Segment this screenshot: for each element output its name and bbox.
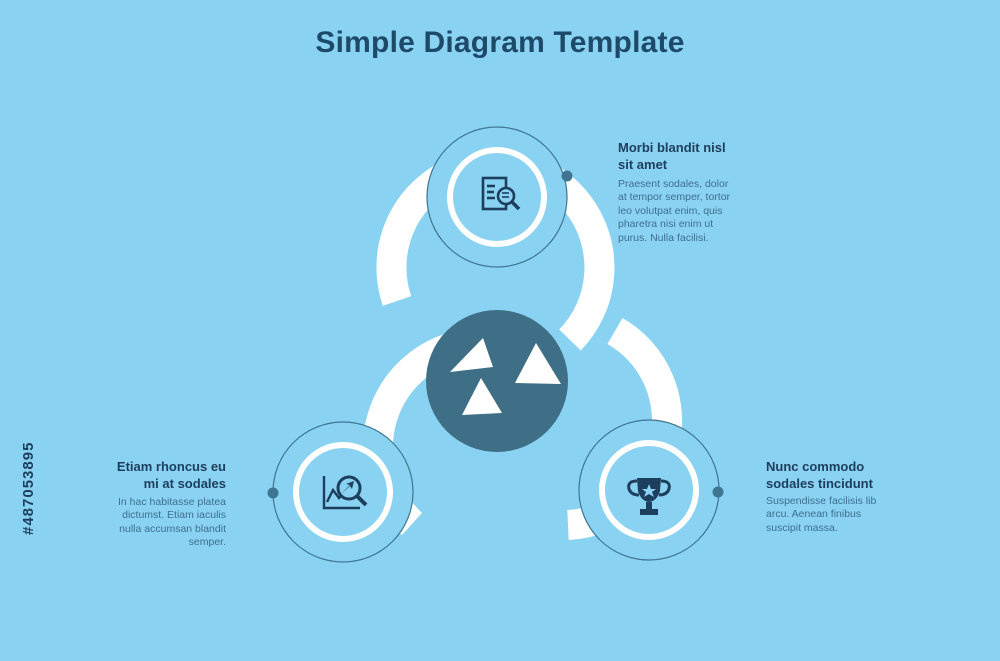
step-left-description-line: dictumst. Etiam iaculis — [122, 509, 226, 522]
step-left-description-line: semper. — [188, 536, 226, 549]
step-top-heading: Morbi blandit nisl sit amet — [618, 139, 778, 173]
step-right-description-line: Suspendisse facilisis lib — [766, 495, 877, 507]
arrow-head-left — [450, 338, 493, 372]
document-search-icon — [481, 176, 521, 211]
step-top-description-line: Praesent sodales, dolor — [618, 178, 729, 190]
connector-dot-top — [561, 170, 573, 182]
step-right-description: Suspendisse facilisis lib arcu. Aenean f… — [766, 495, 936, 535]
step-top-heading-line: sit amet — [618, 157, 668, 172]
step-top-description-line: at tempor semper, tortor — [618, 191, 731, 204]
connector-dot-left — [267, 487, 279, 499]
step-right-heading-line: Nunc commodo — [766, 459, 865, 474]
chart-arrow-icon — [341, 481, 354, 494]
step-right-description-line: arcu. Aenean finibus — [766, 508, 862, 521]
step-top-description: Praesent sodales, dolor at tempor semper… — [618, 178, 788, 245]
step-circle-left — [267, 421, 414, 563]
step-left-description: In hac habitasse platea dictumst. Etiam … — [56, 496, 226, 550]
connector-dot-right — [712, 486, 724, 498]
arrow-heads — [450, 338, 561, 415]
step-circle-right — [578, 419, 724, 561]
step-top-heading-line: Morbi blandit nisl — [618, 140, 726, 155]
step-right-description-line: suscipit massa. — [766, 521, 838, 534]
step-left-heading-line: Etiam rhoncus eu — [116, 459, 226, 474]
step-right-heading: Nunc commodo sodales tincidunt — [766, 458, 936, 492]
step-left-heading-line: mi at sodales — [143, 476, 226, 491]
chart-magnifier-icon — [322, 475, 368, 510]
step-left-heading: Etiam rhoncus eu mi at sodales — [66, 458, 226, 492]
arrow-head-bottom — [462, 378, 502, 415]
step-top-description-line: leo volutpat enim, quis — [618, 204, 723, 217]
stock-id-label: #487053895 — [20, 441, 37, 535]
arrow-head-top — [515, 343, 561, 384]
step-circle-top — [426, 126, 573, 268]
page-title: Simple Diagram Template — [315, 26, 685, 59]
center-circle — [426, 310, 568, 452]
step-right-heading-line: sodales tincidunt — [766, 476, 873, 491]
step-left-description-line: nulla accumsan blandit — [119, 522, 226, 535]
step-top-description-line: pharetra nisi enim ut — [618, 218, 714, 231]
step-left-description-line: In hac habitasse platea — [118, 496, 226, 508]
step-top-description-line: purus. Nulla facilisi. — [618, 231, 709, 244]
trophy-icon — [627, 478, 671, 515]
